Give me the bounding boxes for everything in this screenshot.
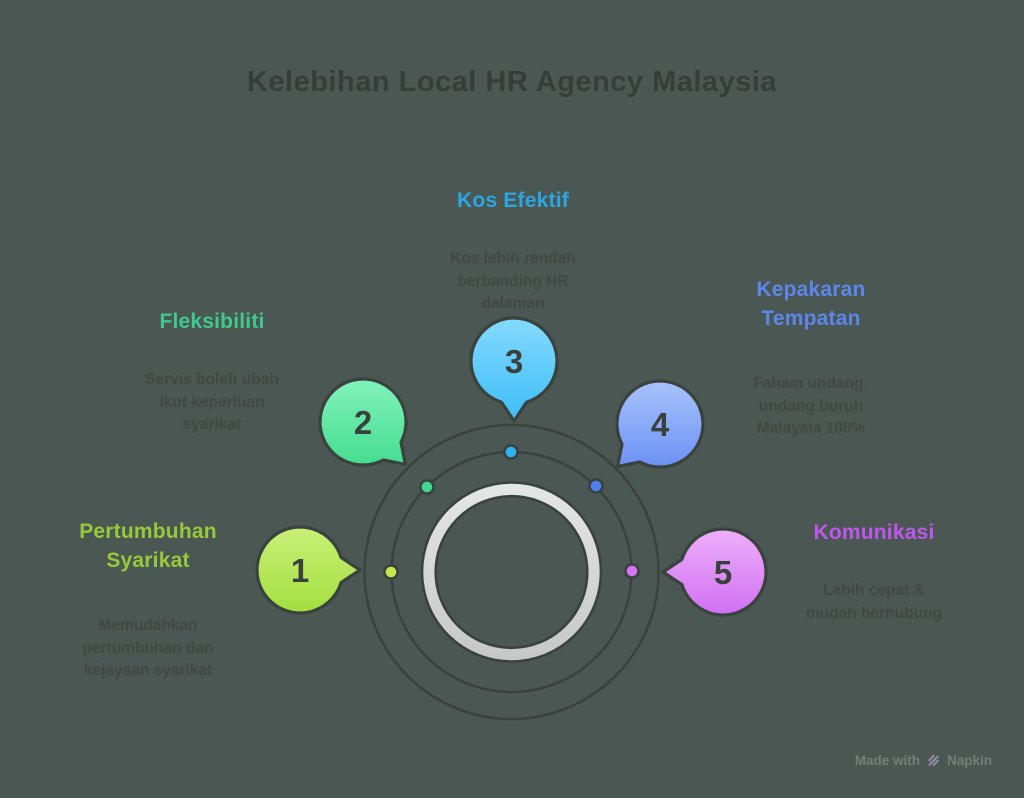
body-fleksibiliti: Servis boleh ubah ikut keperluan syarika… xyxy=(145,371,279,433)
body-komunikasi: Lebih cepat & mudah berhubung xyxy=(805,582,943,622)
bubble-3: 3 xyxy=(469,316,559,423)
label-komunikasi: Komunikasi Lebih cepat & mudah berhubung xyxy=(759,500,989,643)
outer-orbit-circle xyxy=(363,423,660,721)
heading-kepakaran-tempatan: Kepakaran Tempatan xyxy=(756,278,866,330)
label-fleksibiliti: Fleksibiliti Servis boleh ubah ikut kepe… xyxy=(92,289,332,455)
watermark-prefix: Made with xyxy=(854,753,920,768)
label-pertumbuhan-syarikat: Pertumbuhan Syarikat Memudahkan pertumbu… xyxy=(33,499,263,701)
bubble-2-shape xyxy=(318,377,408,467)
center-rings xyxy=(363,423,660,721)
center-ring xyxy=(422,483,601,661)
heading-kos-efektif: Kos Efektif xyxy=(457,189,569,212)
orbit-dots xyxy=(383,444,640,580)
orbit-dot-3 xyxy=(503,444,519,460)
bubble-2: 2 xyxy=(318,377,408,467)
orbit-dot-4 xyxy=(588,478,604,494)
bubble-1-shape xyxy=(255,525,362,615)
label-kepakaran-tempatan: Kepakaran Tempatan Faham undang- undang … xyxy=(701,257,921,459)
watermark-brand: Napkin xyxy=(946,753,992,768)
bubble-1: 1 xyxy=(255,525,362,615)
bubble-5: 5 xyxy=(661,527,768,617)
orbit-dot-1 xyxy=(383,564,399,580)
orbit-dot-2 xyxy=(419,479,435,495)
heading-pertumbuhan-syarikat: Pertumbuhan Syarikat xyxy=(79,520,217,572)
bubble-4: 4 xyxy=(615,379,705,469)
center-ring-outer-edge xyxy=(420,481,603,663)
bubble-1-number: 1 xyxy=(291,552,309,589)
napkin-watermark[interactable]: Made with Napkin xyxy=(855,753,992,768)
bubble-3-shape xyxy=(469,316,559,423)
heading-fleksibiliti: Fleksibiliti xyxy=(159,310,265,333)
label-kos-efektif: Kos Efektif Kos lebih rendah berbanding … xyxy=(393,168,633,334)
orbit-dot-5 xyxy=(624,563,640,579)
bubble-3-number: 3 xyxy=(505,343,523,380)
bubble-2-number: 2 xyxy=(354,404,372,441)
center-ring-inner-edge xyxy=(434,494,589,650)
page-title: Kelebihan Local HR Agency Malaysia xyxy=(246,66,778,98)
body-pertumbuhan-syarikat: Memudahkan pertumbuhan dan kejayaan syar… xyxy=(82,617,214,679)
bubble-4-number: 4 xyxy=(651,406,670,443)
body-kos-efektif: Kos lebih rendah berbanding HR dalaman xyxy=(450,250,576,312)
body-kepakaran-tempatan: Faham undang- undang buruh Malaysia 100% xyxy=(753,375,869,437)
napkin-logo-icon xyxy=(928,754,939,767)
bubble-5-number: 5 xyxy=(714,554,732,591)
bubble-4-shape xyxy=(615,379,705,469)
heading-komunikasi: Komunikasi xyxy=(813,521,935,544)
bubble-5-shape xyxy=(661,527,768,617)
